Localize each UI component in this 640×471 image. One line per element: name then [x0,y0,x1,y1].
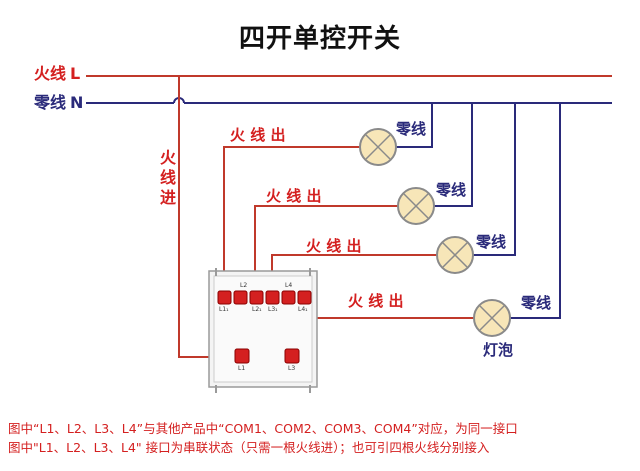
neutral-wire-3 [473,103,516,256]
neutral-wire-1 [396,103,433,148]
live-out-label-4: 火 线 出 [348,292,404,310]
neutral-wire-2 [434,103,473,207]
diagram-title: 四开单控开关 [238,24,401,54]
terminal-label-l3: L3 [288,365,296,372]
lamp-3 [436,236,474,274]
neutral-label-1: 零线 [396,120,427,138]
neutral-line-label: 零线 [34,93,67,112]
live-out-label-3: 火 线 出 [306,237,362,255]
switch-module [208,268,318,393]
live-out-wire-2 [254,205,398,290]
terminal-label-l4-sub: L4₁ [298,306,308,313]
bottom-terminals [234,348,300,364]
terminal-label-l1: L1 [238,365,246,372]
neutral-label-2: 零线 [436,181,467,199]
lamp-1 [359,128,397,166]
neutral-label-4: 零线 [521,294,552,312]
bulb-label: 灯泡 [483,341,514,359]
caption-line-1: 图中“L1、L2、L3、L4”与其他产品中“COM1、COM2、COM3、COM… [8,421,518,436]
live-in-label: 火 线 进 [160,148,177,207]
top-terminals [217,290,312,305]
live-line-letter: L [70,64,81,83]
terminal-label-l3-sub: L3₁ [268,306,278,313]
neutral-wire-4 [510,103,561,319]
live-out-label-1: 火 线 出 [230,126,286,144]
lamp-4 [473,299,511,337]
terminal-label-l2-sub: L2₁ [252,306,262,313]
terminal-label-l1-sub: L1₁ [219,306,229,313]
live-out-label-2: 火 线 出 [266,187,322,205]
terminal-label-l2: L2 [240,282,248,289]
live-out-wire-1 [223,146,360,290]
neutral-line-letter: N [70,93,84,112]
lamp-2 [397,187,435,225]
caption-line-2: 图中"L1、L2、L3、L4" 接口为串联状态（只需一根火线进）；也可引四根火线… [8,440,490,455]
terminal-label-l4: L4 [285,282,293,289]
neutral-label-3: 零线 [476,233,507,251]
live-line-label: 火线 [34,64,67,83]
